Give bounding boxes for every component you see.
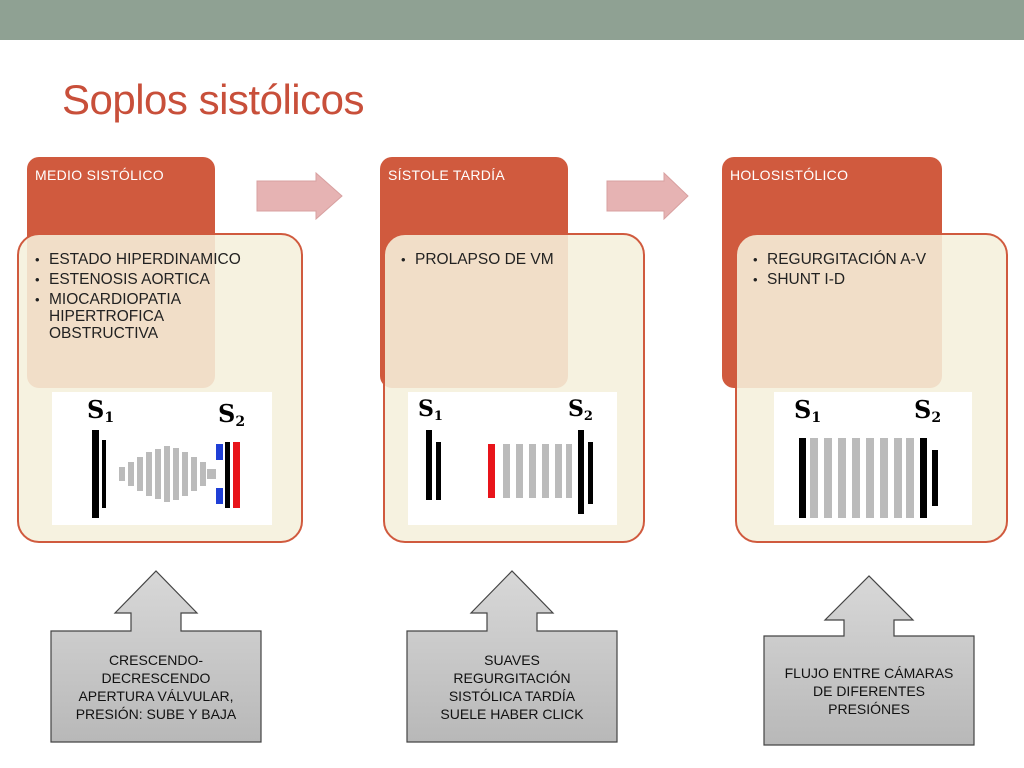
list-item: ESTADO HIPERDINAMICO [31, 251, 241, 268]
up-arrow-callout-shape [50, 570, 262, 743]
s1-bar [799, 438, 806, 518]
s1-bar [92, 430, 99, 518]
callout-sistole-tardia: SUAVES REGURGITACIÓN SISTÓLICA TARDÍA SU… [406, 570, 618, 744]
callout-text: SUAVES REGURGITACIÓN SISTÓLICA TARDÍA SU… [440, 652, 584, 722]
s1-bar [426, 430, 432, 500]
s1-label: S1 [87, 395, 114, 426]
murmur-bar [146, 452, 152, 496]
header-label: MEDIO SISTÓLICO [35, 167, 164, 183]
murmur-bar [200, 462, 206, 486]
waveform-late-systolic: S1 S2 [408, 392, 617, 525]
header-label: HOLOSISTÓLICO [730, 167, 849, 183]
murmur-bar [810, 438, 818, 518]
callout-holosistolico: FLUJO ENTRE CÁMARAS DE DIFERENTES PRESIÓ… [763, 575, 975, 747]
s2-label: S2 [914, 395, 941, 426]
murmur-bar [516, 444, 523, 498]
murmur-bar [880, 438, 888, 518]
a2-gap [216, 460, 223, 488]
murmur-bar [824, 438, 832, 518]
murmur-bar [155, 449, 161, 499]
s1-bar-thin [436, 442, 441, 500]
murmur-bar [555, 444, 562, 498]
up-arrow-callout-shape [406, 570, 618, 743]
list-item: MIOCARDIOPATIA HIPERTROFICA OBSTRUCTIVA [31, 291, 209, 342]
murmur-bar [866, 438, 874, 518]
murmur-bar [529, 444, 536, 498]
murmur-bar [119, 467, 125, 481]
s1-label: S1 [794, 395, 821, 426]
item-list: PROLAPSO DE VM [397, 251, 554, 271]
s2-label: S2 [568, 396, 593, 424]
murmur-bar [137, 457, 143, 491]
murmur-bar [566, 444, 572, 498]
murmur-bar [164, 446, 170, 502]
murmur-bar [852, 438, 860, 518]
item-list: ESTADO HIPERDINAMICO ESTENOSIS AORTICA M… [31, 251, 241, 345]
callout-medio-sistolico: CRESCENDO- DECRESCENDO APERTURA VÁLVULAR… [50, 570, 262, 744]
callout-text: CRESCENDO- DECRESCENDO APERTURA VÁLVULAR… [75, 652, 237, 722]
murmur-bar [128, 462, 134, 486]
s1-label: S1 [418, 396, 443, 424]
p2-bar [233, 442, 240, 508]
callout-text: FLUJO ENTRE CÁMARAS DE DIFERENTES PRESIÓ… [784, 665, 954, 717]
s1-bar-thin [102, 440, 106, 508]
murmur-bar [207, 469, 217, 479]
right-arrow-icon [606, 171, 690, 225]
murmur-bar [503, 444, 510, 498]
top-band [0, 0, 1024, 40]
s2-bar-thin [588, 442, 593, 504]
murmur-bar [906, 438, 914, 518]
click-bar [488, 444, 495, 498]
up-arrow-callout-shape [763, 575, 975, 746]
waveform-holosystolic: S1 S2 [774, 392, 972, 525]
s2-bar-thin [932, 450, 938, 506]
s2-bar-thin [225, 442, 230, 508]
slide-title: Soplos sistólicos [62, 76, 364, 123]
list-item: REGURGITACIÓN A-V [749, 251, 926, 268]
s2-bar [920, 438, 927, 518]
list-item: ESTENOSIS AORTICA [31, 271, 241, 288]
header-label: SÍSTOLE TARDÍA [388, 167, 506, 183]
list-item: SHUNT I-D [749, 271, 926, 288]
murmur-bar [838, 438, 846, 518]
right-arrow-icon [256, 171, 344, 225]
list-item: PROLAPSO DE VM [397, 251, 554, 268]
s2-label: S2 [218, 399, 245, 430]
murmur-bar [542, 444, 549, 498]
murmur-bar [894, 438, 902, 518]
waveform-crescendo-decrescendo: S1 S2 [52, 392, 272, 525]
murmur-bar [191, 457, 197, 491]
item-list: REGURGITACIÓN A-V SHUNT I-D [749, 251, 926, 291]
murmur-bar [173, 448, 179, 500]
s2-bar [578, 430, 584, 514]
murmur-bar [182, 452, 188, 496]
